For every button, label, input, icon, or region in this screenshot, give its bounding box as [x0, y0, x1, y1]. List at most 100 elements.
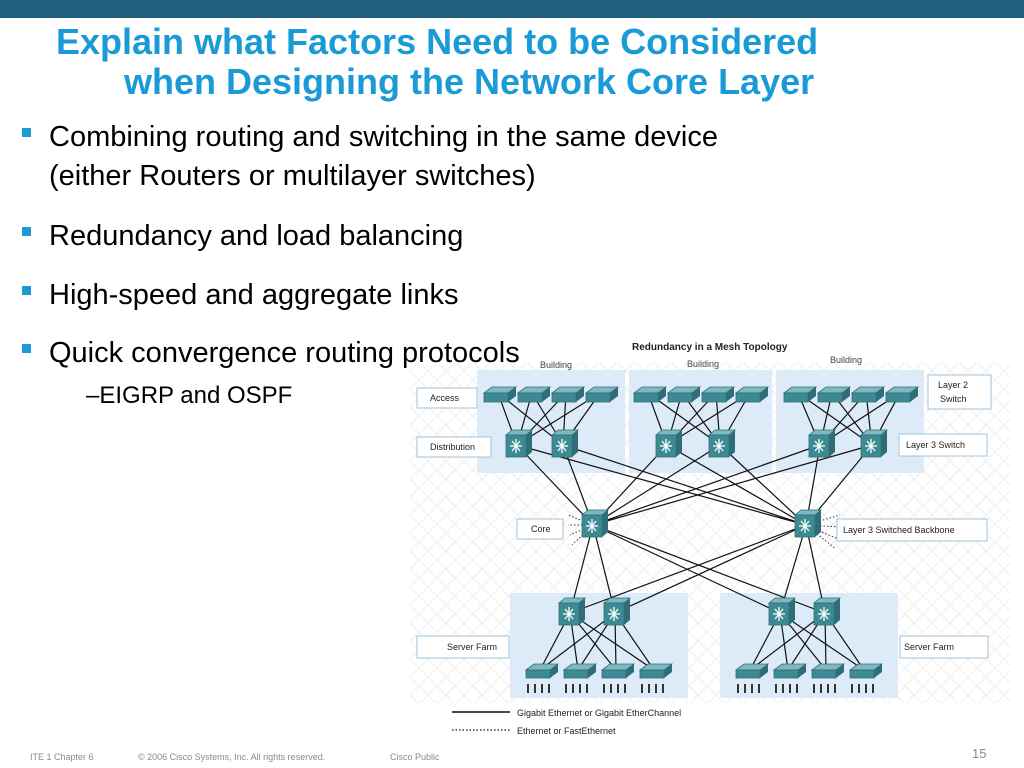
server-farm-access-switch	[638, 663, 674, 693]
server-rack-icon	[641, 684, 643, 693]
label-box-access	[416, 387, 478, 409]
page-number: 15	[972, 746, 987, 761]
label-backbone: Layer 3 Switched Backbone	[843, 525, 955, 535]
link-line	[797, 392, 873, 446]
access-switch	[782, 386, 818, 403]
access-switch	[666, 386, 702, 403]
server-switch-body	[811, 669, 837, 679]
label-core: Core	[531, 524, 551, 534]
server-farm-switch	[557, 597, 587, 626]
switch-side	[610, 387, 618, 402]
building-label-1: Building	[540, 360, 572, 370]
l3-switch-side	[526, 430, 532, 457]
server-switch-side	[760, 664, 768, 678]
bullet-square-icon	[22, 128, 31, 137]
star-stroke	[557, 440, 567, 452]
top-bar	[0, 0, 1024, 18]
footer-classification: Cisco Public	[390, 752, 440, 762]
server-switch-body	[773, 669, 799, 679]
switch-side	[726, 387, 734, 402]
label-access: Access	[430, 393, 460, 403]
server-switch-body	[639, 669, 665, 679]
switch-side	[576, 387, 584, 402]
bullet-text: Combining routing and switching in the s…	[49, 121, 718, 153]
star-stroke	[511, 440, 521, 452]
server-rack-icon	[865, 684, 867, 693]
link-line	[805, 524, 839, 540]
server-rack-icon	[744, 684, 746, 693]
server-rack-icon	[851, 684, 853, 693]
server-farm-access-switch	[772, 663, 808, 693]
star-stroke	[774, 608, 784, 620]
link-line	[805, 524, 837, 550]
server-rack-icon	[789, 684, 791, 693]
access-switch	[584, 386, 620, 403]
l3-switch-star-icon	[773, 607, 785, 621]
star-stroke	[866, 440, 876, 452]
l3-switch-star-icon	[818, 607, 830, 621]
distribution-switch	[504, 429, 534, 458]
server-rack-icon	[782, 684, 784, 693]
l3-switch-star-icon	[608, 607, 620, 621]
distribution-switch	[859, 429, 889, 458]
slide-title-line1: Explain what Factors Need to be Consider…	[56, 21, 819, 62]
label-box-layer3-switch	[898, 433, 988, 457]
l3-switch-star-icon	[660, 439, 672, 453]
server-rack-icon	[572, 684, 574, 693]
l3-switch-side	[834, 598, 840, 625]
switch-body	[667, 392, 693, 403]
label-box-server-farm-left	[416, 635, 510, 659]
server-rack-icon	[603, 684, 605, 693]
server-farm-panel-right	[720, 593, 898, 698]
building-label-3: Building	[830, 355, 862, 365]
l3-switch-side	[829, 430, 835, 457]
server-switch-side	[664, 664, 672, 678]
server-switch-side	[550, 664, 558, 678]
network-devices	[482, 386, 920, 693]
server-rack-icon	[610, 684, 612, 693]
l3-switch-star-icon	[713, 439, 725, 453]
server-rack-icon	[872, 684, 874, 693]
core-switch	[580, 509, 610, 538]
switch-body	[885, 392, 911, 403]
server-switch-side	[798, 664, 806, 678]
l3-switch-star-icon	[813, 439, 825, 453]
slide-title-line2: when Designing the Network Core Layer	[124, 61, 815, 102]
server-farm-access-switch	[524, 663, 560, 693]
label-box-backbone	[836, 518, 988, 542]
link-line	[779, 612, 865, 671]
access-switch	[516, 386, 552, 403]
switch-body	[783, 392, 809, 403]
distribution-switch	[550, 429, 580, 458]
switch-body	[817, 392, 843, 403]
link-line	[516, 444, 807, 526]
link-line	[539, 612, 616, 671]
switch-side	[910, 387, 918, 402]
link-line	[569, 612, 655, 671]
server-rack-icon	[586, 684, 588, 693]
link-line	[592, 444, 821, 526]
bullet-square-icon	[22, 227, 31, 236]
label-box-core	[516, 518, 564, 540]
server-rack-icon	[820, 684, 822, 693]
switch-side	[508, 387, 516, 402]
link-line	[592, 444, 873, 526]
link-line	[614, 524, 807, 614]
server-farm-switch	[812, 597, 842, 626]
star-stroke	[800, 520, 810, 532]
switch-body	[701, 392, 727, 403]
link-line	[805, 514, 841, 526]
diagram-title: Redundancy in a Mesh Topology	[632, 342, 788, 353]
bullet-text-continued: (either Routers or multilayer switches)	[49, 160, 536, 192]
network-mesh-diagram: Redundancy in a Mesh Topology Building B…	[410, 342, 1010, 736]
footer-chapter: ITE 1 Chapter 6	[30, 752, 94, 762]
server-farm-access-switch	[600, 663, 636, 693]
server-rack-icon	[624, 684, 626, 693]
server-rack-icon	[813, 684, 815, 693]
server-switch-body	[563, 669, 589, 679]
bullet-square-icon	[22, 344, 31, 353]
server-rack-icon	[579, 684, 581, 693]
core-switch	[793, 509, 823, 538]
server-switch-body	[525, 669, 551, 679]
star-stroke	[661, 440, 671, 452]
